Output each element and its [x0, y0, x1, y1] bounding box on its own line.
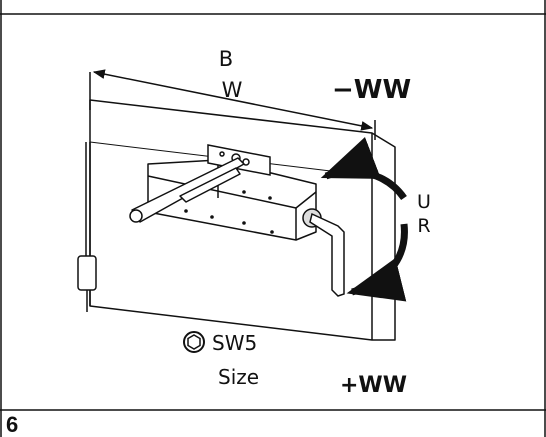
size-label: Size	[218, 365, 259, 389]
rotate-bottom-label: R	[417, 215, 430, 237]
step-number: 6	[6, 412, 18, 437]
decrease-label: −WW	[332, 75, 411, 105]
hex-key-icon	[309, 212, 345, 297]
wrench-size-label: SW5	[212, 331, 257, 355]
width-dimension	[89, 69, 376, 140]
increase-label: +WW	[340, 373, 407, 398]
width-letter: B	[219, 47, 233, 71]
screw-holes	[184, 190, 274, 234]
rotate-top-label: U	[417, 191, 431, 213]
closer-arm	[129, 157, 245, 223]
width-word: W	[222, 78, 243, 102]
hinge	[77, 142, 97, 312]
curved-arrow-icon	[320, 137, 408, 302]
hex-socket-icon	[183, 331, 205, 353]
